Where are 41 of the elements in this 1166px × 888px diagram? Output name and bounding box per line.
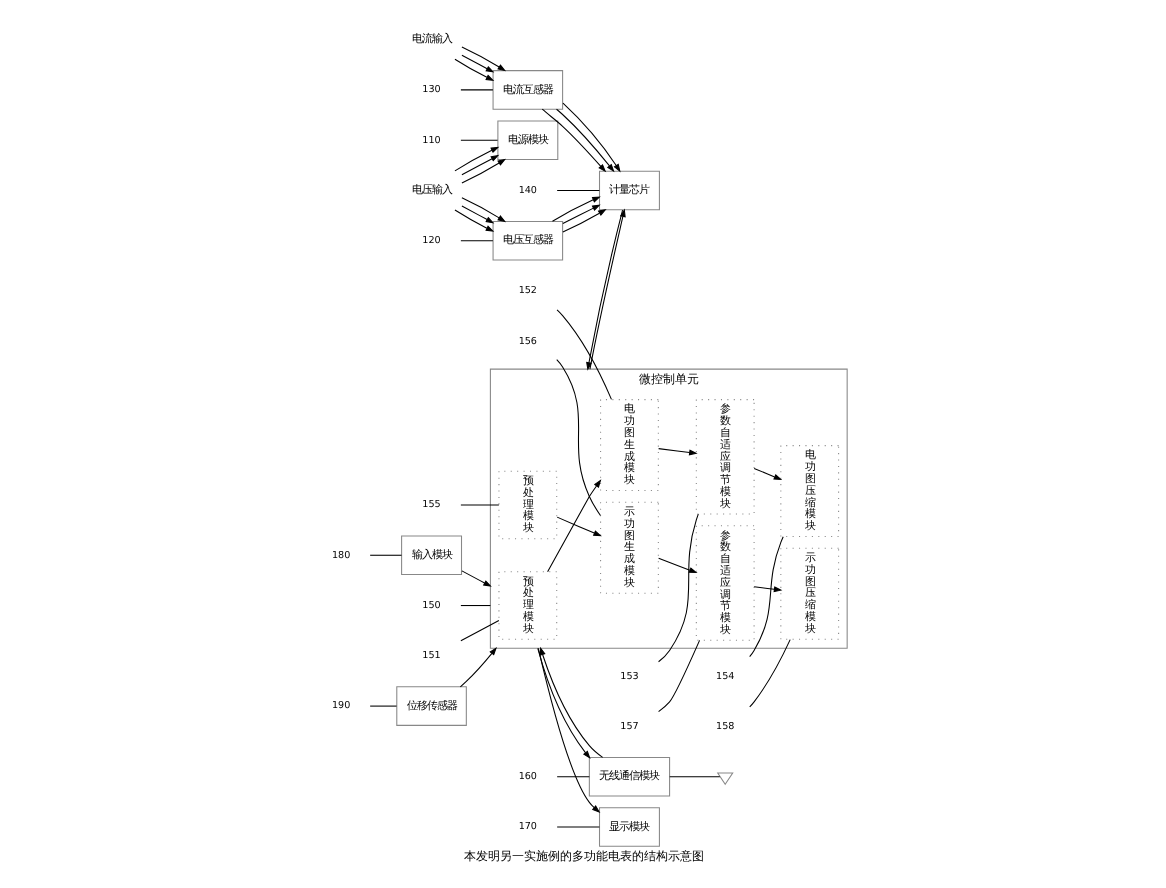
arrow <box>536 647 600 813</box>
connector <box>657 639 700 713</box>
node-antenna <box>715 772 733 786</box>
arrow <box>536 647 590 760</box>
connector <box>459 605 490 607</box>
arrow <box>460 46 506 72</box>
arrow <box>561 204 600 225</box>
arrow <box>460 54 494 73</box>
connector <box>555 359 600 516</box>
arrow <box>657 557 697 574</box>
arrow <box>460 205 494 224</box>
arrow <box>453 58 494 81</box>
arrow <box>546 479 601 573</box>
arrow <box>460 158 506 184</box>
arrow <box>458 647 496 688</box>
connector <box>459 240 493 242</box>
connector <box>459 504 499 506</box>
arrow <box>752 586 782 593</box>
connector <box>748 639 790 708</box>
arrow <box>460 154 499 176</box>
arrow <box>538 646 603 758</box>
connector <box>459 89 493 91</box>
arrow <box>453 209 494 232</box>
arrow <box>752 467 782 481</box>
arrow <box>460 570 491 587</box>
arrow <box>453 146 499 172</box>
arrow <box>460 197 506 223</box>
arrow <box>540 108 606 173</box>
connector <box>555 189 599 191</box>
connector <box>657 513 698 663</box>
arrow <box>555 516 601 537</box>
arrow <box>561 208 606 233</box>
arrow <box>550 196 600 222</box>
connector <box>748 536 783 658</box>
connector <box>459 139 498 141</box>
connector <box>668 776 720 778</box>
connector <box>368 554 402 556</box>
connector <box>459 619 499 642</box>
arrow <box>657 448 697 456</box>
connector <box>555 776 589 778</box>
connector <box>555 309 611 400</box>
